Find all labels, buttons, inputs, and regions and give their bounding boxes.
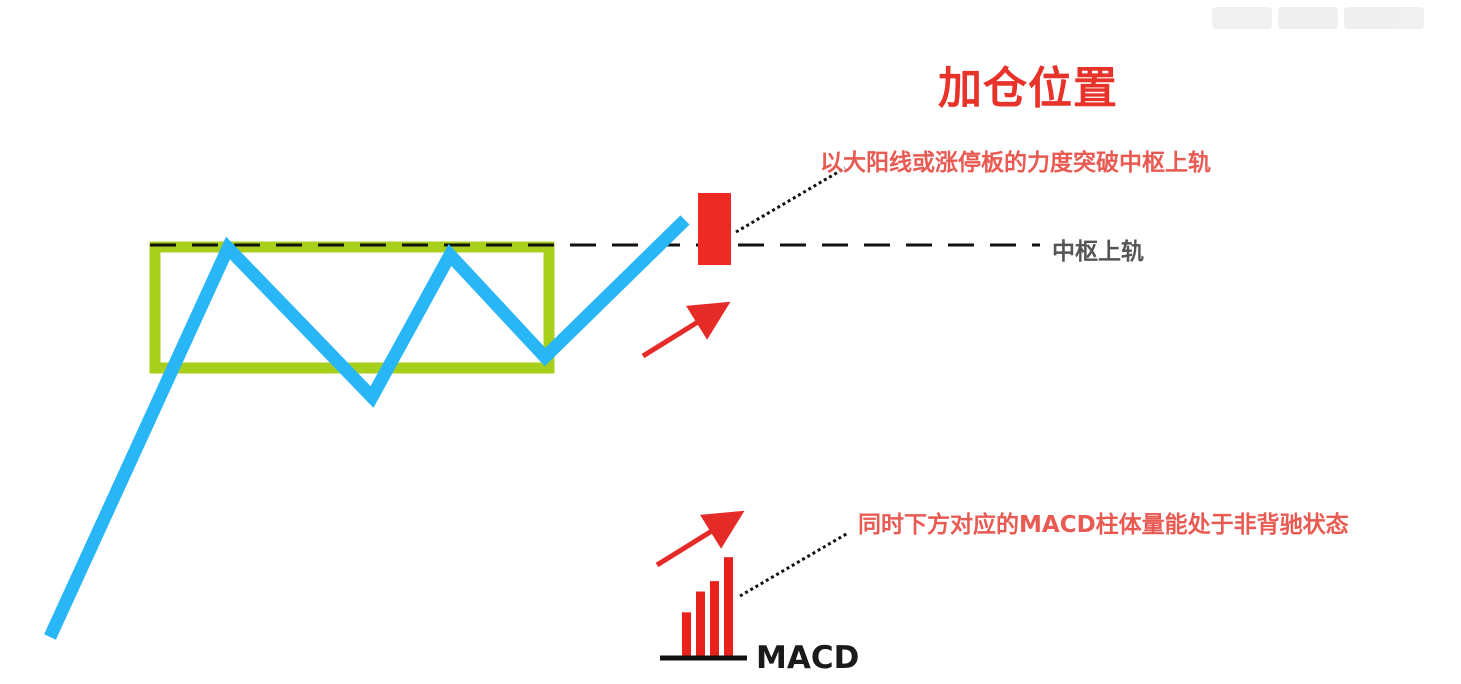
price-path-line bbox=[44, 215, 690, 640]
breakout-candle bbox=[698, 193, 731, 265]
macd-bar bbox=[710, 581, 719, 656]
macd-up-arrow bbox=[655, 510, 745, 568]
upper-rail-label: 中枢上轨 bbox=[1052, 239, 1144, 265]
macd-leader-line bbox=[739, 531, 849, 598]
macd-bar bbox=[696, 591, 705, 656]
macd-histogram bbox=[682, 557, 733, 656]
macd-label: MACD bbox=[756, 640, 860, 676]
diagram-title: 加仓位置 bbox=[938, 63, 1118, 114]
breakout-annotation: 以大阳线或涨停板的力度突破中枢上轨 bbox=[820, 150, 1211, 176]
macd-annotation: 同时下方对应的MACD柱体量能处于非背驰状态 bbox=[858, 512, 1349, 538]
macd-bar bbox=[682, 612, 691, 656]
price-up-arrow bbox=[641, 301, 731, 359]
breakout-leader-line bbox=[735, 166, 846, 234]
macd-bar bbox=[724, 557, 733, 656]
bilibili-logo-icon bbox=[1212, 2, 1438, 34]
